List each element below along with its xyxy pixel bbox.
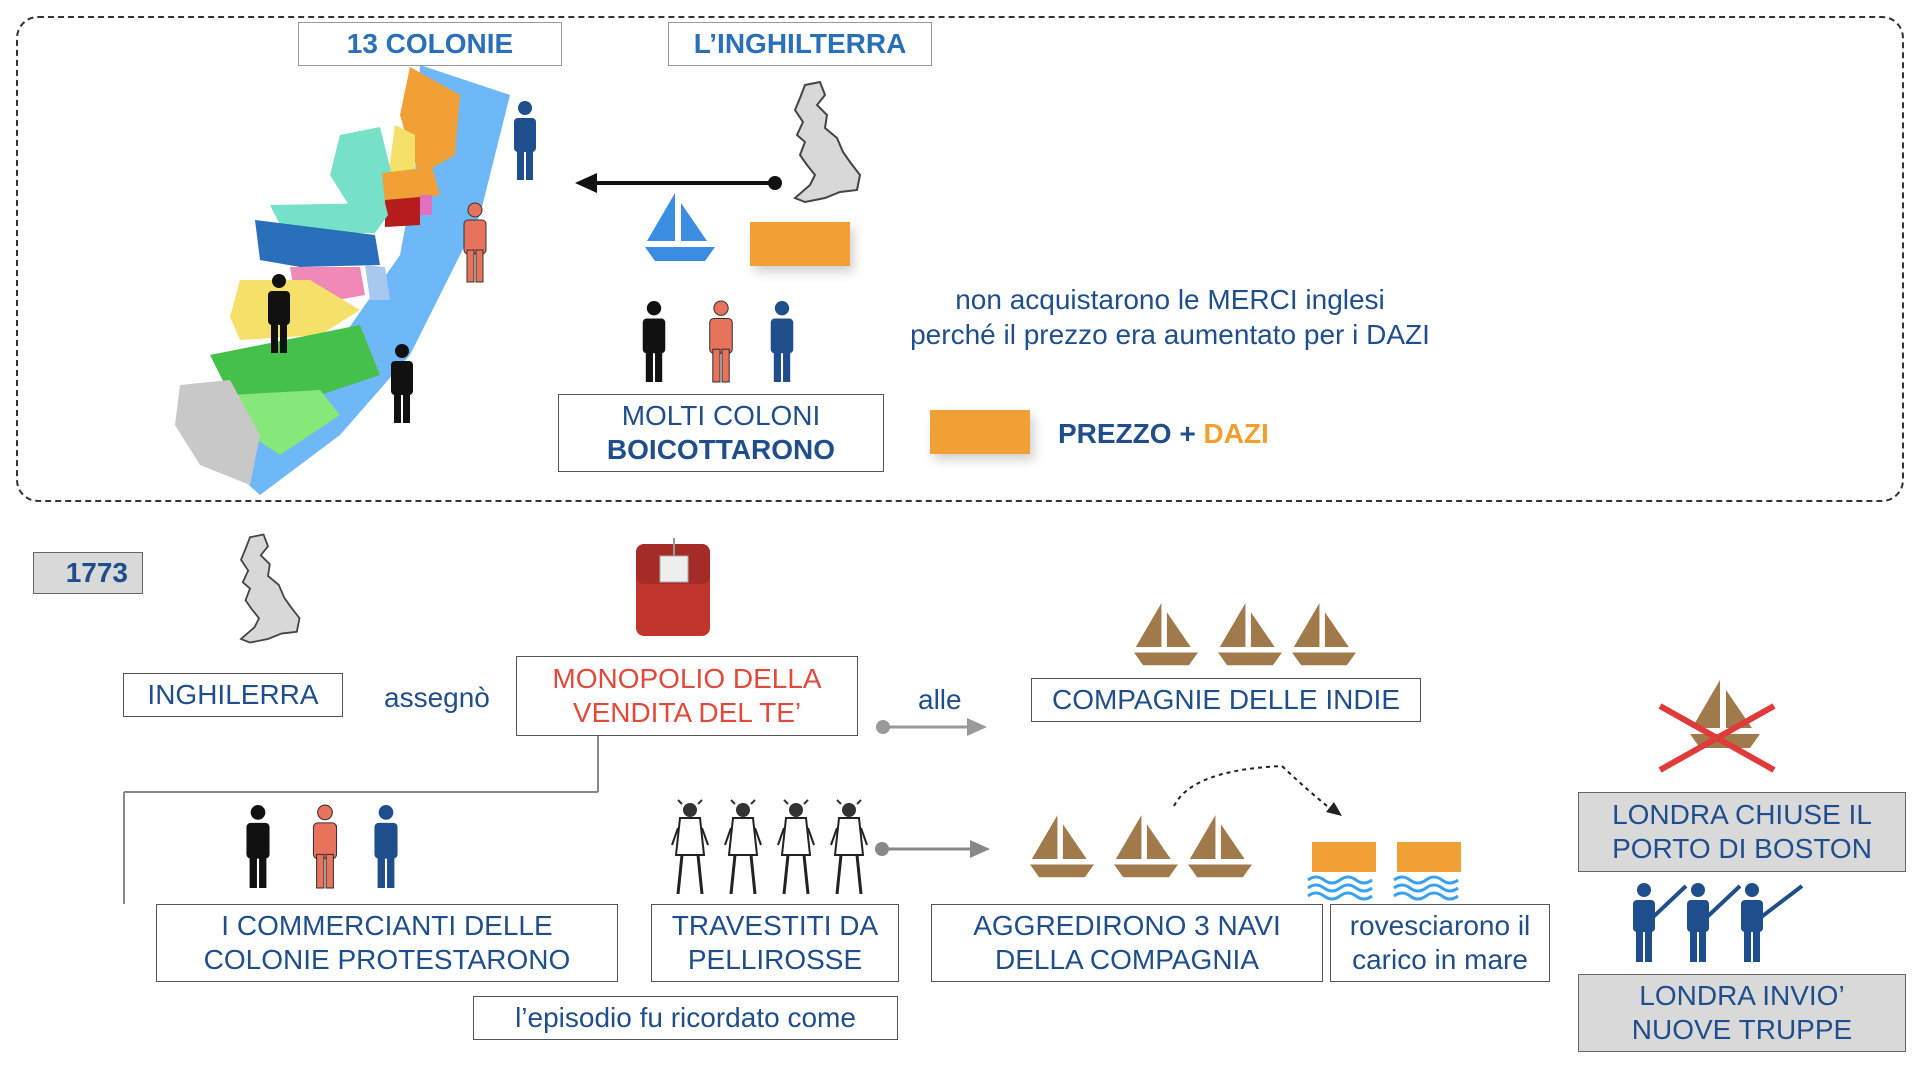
london-sent-line1: LONDRA INVIO’ <box>1639 980 1845 1012</box>
sailboat-icon <box>1134 603 1198 666</box>
cargo-box <box>1312 842 1376 872</box>
sailboat-icon <box>1292 603 1356 666</box>
person-icon <box>770 301 794 382</box>
goods-box <box>750 222 850 266</box>
native-figure-icon <box>671 799 709 895</box>
person-icon <box>642 301 666 382</box>
note-text: non acquistarono le MERCI inglesi perché… <box>880 282 1460 352</box>
person-icon <box>374 805 398 888</box>
assigned-text: assegnò <box>384 682 490 713</box>
companies-box: COMPAGNIE DELLE INDIE <box>1031 678 1421 722</box>
native-figure-icon <box>830 799 868 895</box>
year-badge: 1773 <box>33 552 143 594</box>
arrow-to-companies <box>876 718 987 736</box>
person-icon <box>391 344 413 423</box>
london-sent-line2: NUOVE TRUPPE <box>1631 1014 1853 1045</box>
person-icon <box>246 805 270 888</box>
boycott-line1: MOLTI COLONI <box>621 400 821 432</box>
cargo-box <box>1397 842 1461 872</box>
colonies-label: 13 COLONIE <box>298 22 562 66</box>
tea-bag-icon <box>636 538 710 636</box>
person-icon <box>463 202 487 283</box>
merchants-line1: I COMMERCIANTI DELLE <box>221 910 553 942</box>
soldier-icon <box>1633 883 1688 962</box>
connector-lines <box>123 736 599 904</box>
waves-icon <box>1307 875 1459 901</box>
london-closed-line1: LONDRA CHIUSE IL <box>1612 799 1872 831</box>
sailboat-icon <box>645 193 715 261</box>
note-line2: perché il prezzo era aumentato per i DAZ… <box>910 319 1430 350</box>
duties-word: DAZI <box>1203 418 1269 449</box>
london-closed-box: LONDRA CHIUSE IL PORTO DI BOSTON <box>1578 792 1906 872</box>
price-duties: PREZZO + DAZI <box>1058 416 1269 451</box>
sailboat-icon <box>1114 815 1178 878</box>
dumped-box: rovesciarono il carico in mare <box>1330 904 1550 982</box>
boycott-box: MOLTI COLONI BOICOTTARONO <box>558 394 884 472</box>
disguised-line1: TRAVESTITI DA <box>671 910 879 942</box>
merchants-box: I COMMERCIANTI DELLE COLONIE PROTESTARON… <box>156 904 618 982</box>
attacked-line2: DELLA COMPAGNIA <box>994 944 1259 975</box>
sailboat-icon <box>1030 815 1094 878</box>
uk-map-icon <box>793 80 862 204</box>
native-figure-icon <box>724 799 762 895</box>
top-frame <box>16 16 1904 502</box>
person-icon <box>268 274 290 353</box>
uk-map-icon <box>239 533 301 644</box>
england-box: INGHILERRA <box>123 673 343 717</box>
boycott-line2: BOICOTTARONO <box>606 434 836 465</box>
cross-icon <box>1658 703 1776 773</box>
attacked-box: AGGREDIRONO 3 NAVI DELLA COMPAGNIA <box>931 904 1323 982</box>
dumped-line2: carico in mare <box>1352 944 1528 975</box>
monopoly-line2: VENDITA DEL TE’ <box>572 697 802 728</box>
plus-sign: + <box>1179 418 1196 449</box>
note-line1: non acquistarono le MERCI inglesi <box>955 284 1385 315</box>
attacked-line1: AGGREDIRONO 3 NAVI <box>973 910 1281 942</box>
monopoly-box: MONOPOLIO DELLA VENDITA DEL TE’ <box>516 656 858 736</box>
person-icon <box>312 804 338 889</box>
dotted-arrow <box>1173 764 1342 816</box>
disguised-box: TRAVESTITI DA PELLIROSSE <box>651 904 899 982</box>
dumped-line1: rovesciarono il <box>1349 910 1531 942</box>
goods-box-taxed <box>930 410 1030 454</box>
soldier-icon <box>1687 883 1742 962</box>
remembered-box: l’episodio fu ricordato come <box>473 996 898 1040</box>
to-the-text: alle <box>918 684 962 715</box>
person-icon <box>514 101 536 180</box>
sailboat-icon <box>1188 815 1252 878</box>
native-figure-icon <box>777 799 815 895</box>
soldier-icon <box>1741 883 1804 962</box>
person-icon <box>709 300 733 383</box>
london-closed-line2: PORTO DI BOSTON <box>1612 833 1872 864</box>
monopoly-line1: MONOPOLIO DELLA <box>552 663 822 695</box>
sailboat-icon <box>1218 603 1282 666</box>
arrow-to-ships <box>875 840 990 858</box>
colonies-map-icon <box>175 65 510 495</box>
england-label: L’INGHILTERRA <box>668 22 932 66</box>
arrow-to-colonies <box>575 173 782 193</box>
disguised-line2: PELLIROSSE <box>687 944 863 975</box>
london-sent-box: LONDRA INVIO’ NUOVE TRUPPE <box>1578 974 1906 1052</box>
price-word: PREZZO <box>1058 418 1172 449</box>
merchants-line2: COLONIE PROTESTARONO <box>203 944 571 975</box>
